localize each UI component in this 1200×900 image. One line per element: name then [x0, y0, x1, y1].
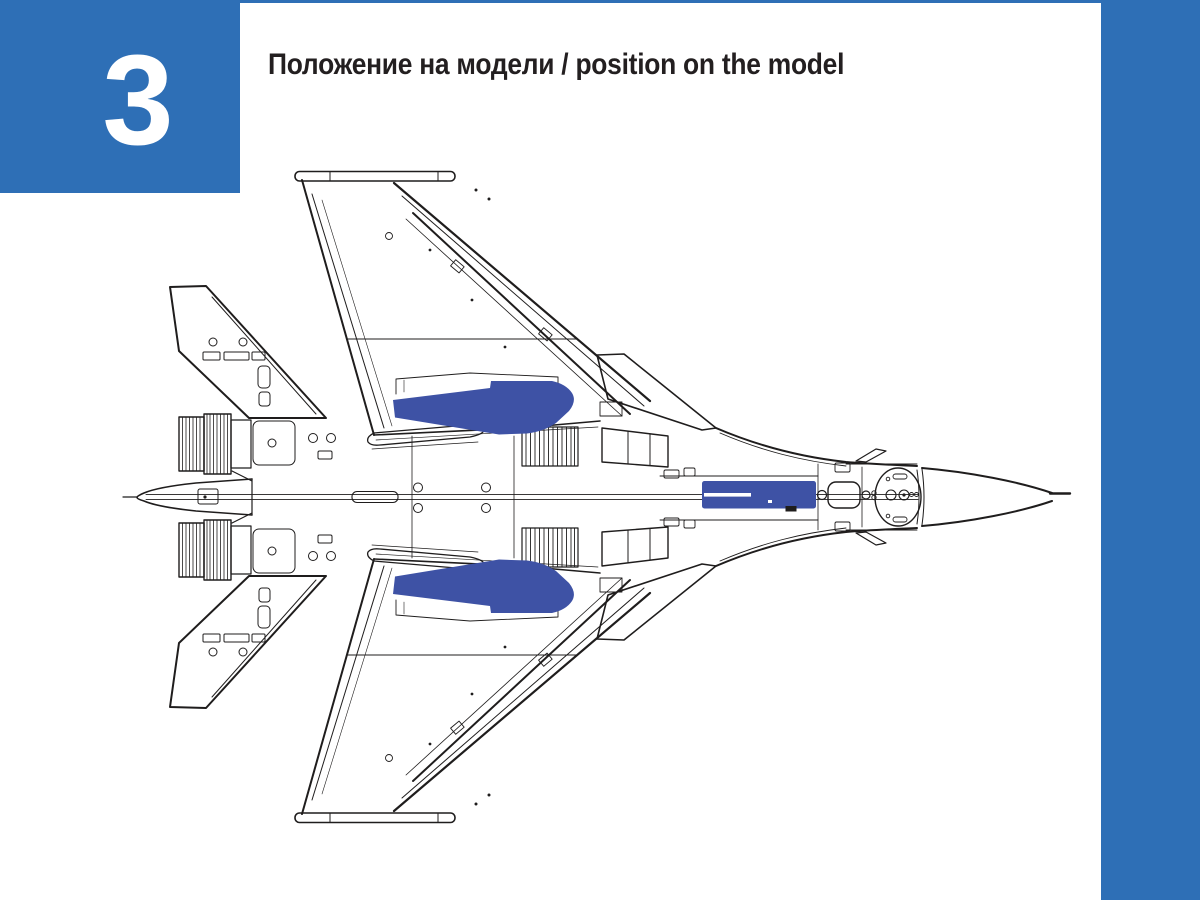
step-number-badge: 3	[0, 0, 240, 193]
decal-area-lower-wing-root-band	[393, 559, 574, 613]
step-number: 3	[102, 28, 174, 172]
decal-speck	[768, 500, 772, 503]
page-title: Положение на модели / position on the mo…	[268, 48, 845, 81]
right-border-bar	[1101, 0, 1200, 900]
top-border-rule	[0, 0, 1200, 3]
decal-centerline-gap	[704, 493, 751, 497]
decal-area-forward-fuselage-spine-panel	[702, 481, 816, 509]
panel-tick-mark	[785, 506, 797, 512]
decal-area-upper-wing-root-band	[393, 381, 574, 435]
